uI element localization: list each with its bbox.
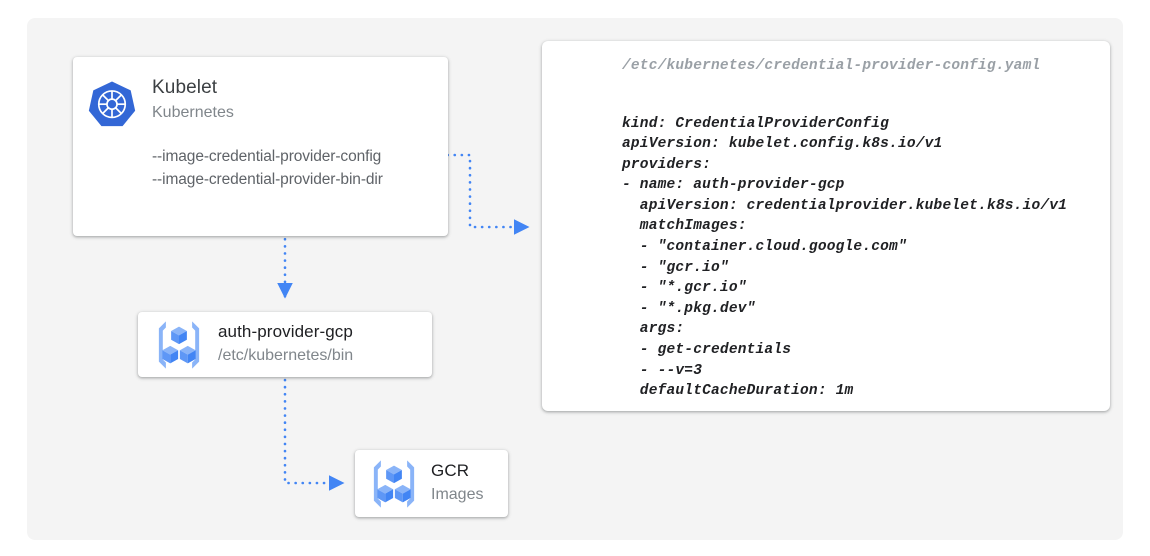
gcr-card[interactable]: GCR Images	[355, 450, 508, 517]
auth-provider-card[interactable]: auth-provider-gcp /etc/kubernetes/bin	[138, 312, 432, 377]
config-file-path: /etc/kubernetes/credential-provider-conf…	[622, 58, 1041, 74]
kubelet-title: Kubelet	[152, 77, 218, 98]
kubelet-card[interactable]: Kubelet Kubernetes --image-credential-pr…	[73, 57, 448, 236]
config-code-card[interactable]: /etc/kubernetes/credential-provider-conf…	[542, 41, 1110, 411]
container-package-icon	[373, 460, 415, 508]
config-yaml-body: kind: CredentialProviderConfig apiVersio…	[622, 115, 1068, 400]
kubelet-flag-config: --image-credential-provider-config	[152, 148, 382, 165]
kubelet-flag-bin-dir: --image-credential-provider-bin-dir	[152, 171, 383, 188]
auth-provider-subtitle: /etc/kubernetes/bin	[218, 347, 354, 364]
container-package-icon	[158, 321, 200, 369]
gcr-title: GCR	[431, 461, 470, 480]
gcr-subtitle: Images	[431, 486, 484, 503]
kubelet-subtitle: Kubernetes	[152, 104, 234, 121]
auth-provider-title: auth-provider-gcp	[218, 322, 353, 341]
kubernetes-logo-icon	[88, 81, 136, 127]
